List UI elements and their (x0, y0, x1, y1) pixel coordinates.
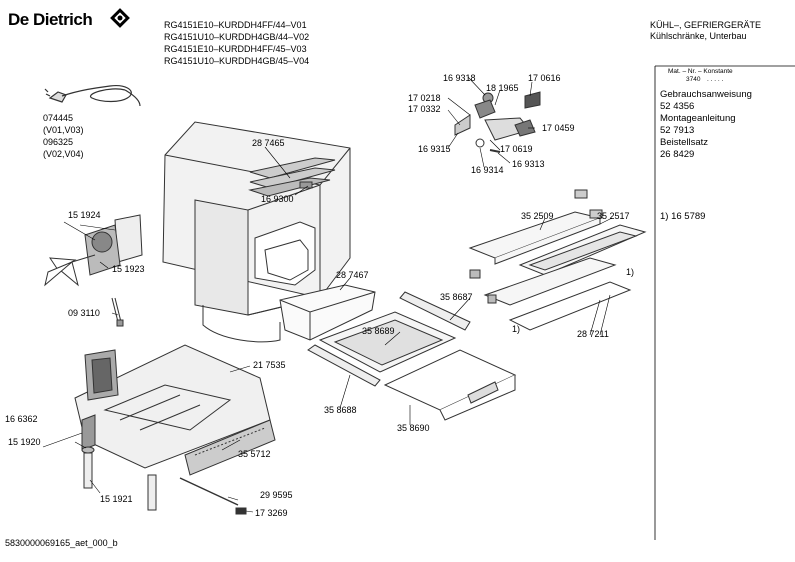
part-label: 16 9318 (443, 73, 476, 83)
part-label: 16 9313 (512, 159, 545, 169)
part-label: 16 9300 (261, 194, 294, 204)
category-title: KÜHL–, GEFRIERGERÄTE (650, 20, 762, 30)
document-code: 5830000069165_aet_000_b (5, 538, 118, 548)
sidebar-item-label: Gebrauchsanweisung (660, 89, 752, 100)
glass-shelf-upper (468, 189, 647, 331)
sidebar-dots: . . . . . (707, 76, 724, 83)
part-label: 35 8690 (397, 423, 430, 433)
leader-lines (42, 76, 613, 513)
part-label: 09 3110 (68, 308, 100, 318)
fan-motor-assembly (44, 214, 143, 287)
part-label: 15 1923 (112, 264, 145, 274)
footnote-marker: 1) (626, 267, 635, 277)
cabinet-body (162, 121, 351, 343)
part-label: 28 7467 (336, 270, 369, 280)
part-label: 28 7211 (577, 329, 609, 339)
part-label: 35 8689 (362, 326, 395, 336)
glass-shelf-lower (318, 311, 457, 373)
model-line-2: RG4151U10–KURDDH4GB/44–V02 (164, 32, 310, 42)
sidebar-item-label: Montageanleitung (660, 113, 736, 124)
part-label: 28 7465 (252, 138, 285, 148)
part-label: 15 1924 (68, 210, 101, 220)
drawer-front (383, 349, 517, 421)
part-label: 16 6362 (5, 414, 38, 424)
sidebar-item-number: 52 7913 (660, 125, 695, 136)
sidebar-item-label: Beistellsatz (660, 137, 709, 148)
part-label: 16 9314 (471, 165, 504, 175)
crisper-frame (307, 291, 471, 387)
part-label: 15 1921 (100, 494, 133, 504)
part-label: 17 0218 (408, 93, 441, 103)
model-line-3: RG4151E10–KURDDH4FF/45–V03 (164, 44, 307, 54)
vegetable-drawer (279, 284, 376, 341)
part-label: 35 2509 (521, 211, 554, 221)
part-label: 18 1965 (486, 83, 519, 93)
part-label: 35 2517 (597, 211, 630, 221)
sidebar-item-number: 52 4356 (660, 101, 695, 112)
sidebar-constant: 3740 (686, 76, 701, 83)
sidebar-item-number: 26 8429 (660, 149, 695, 160)
part-label: 17 0616 (528, 73, 561, 83)
sidebar-footnote: 1) 16 5789 (660, 211, 706, 222)
category-subtitle: Kühlschränke, Unterbau (650, 31, 747, 41)
part-label: 35 8688 (324, 405, 357, 415)
part-label: 29 9595 (260, 490, 293, 500)
part-label: (V02,V04) (43, 149, 84, 159)
part-label: 074445 (43, 113, 74, 123)
brand-logo-icon (110, 8, 130, 28)
part-label: 17 0619 (500, 144, 533, 154)
part-label: 16 9315 (418, 144, 451, 154)
power-cord-part (44, 85, 141, 107)
part-label: 35 8687 (440, 292, 473, 302)
part-label: 17 0459 (542, 123, 575, 133)
model-line-1: RG4151E10–KURDDH4FF/44–V01 (164, 20, 307, 30)
part-label: 21 7535 (253, 360, 286, 370)
part-label: 096325 (43, 137, 74, 147)
part-label: 17 0332 (408, 104, 441, 114)
brand-logo-text: De Dietrich (8, 10, 93, 29)
model-line-4: RG4151U10–KURDDH4GB/45–V04 (164, 56, 310, 66)
thermostat-cluster (454, 91, 541, 153)
sidebar-column-header: Mat. – Nr. – Konstante (668, 68, 733, 75)
footnote-marker: 1) (512, 324, 521, 334)
part-label: 17 3269 (255, 508, 288, 518)
temperature-probe (111, 297, 124, 327)
part-label: (V01,V03) (43, 125, 84, 135)
part-label: 35 5712 (238, 449, 271, 459)
base-compressor-assembly (74, 344, 276, 515)
part-label: 15 1920 (8, 437, 41, 447)
